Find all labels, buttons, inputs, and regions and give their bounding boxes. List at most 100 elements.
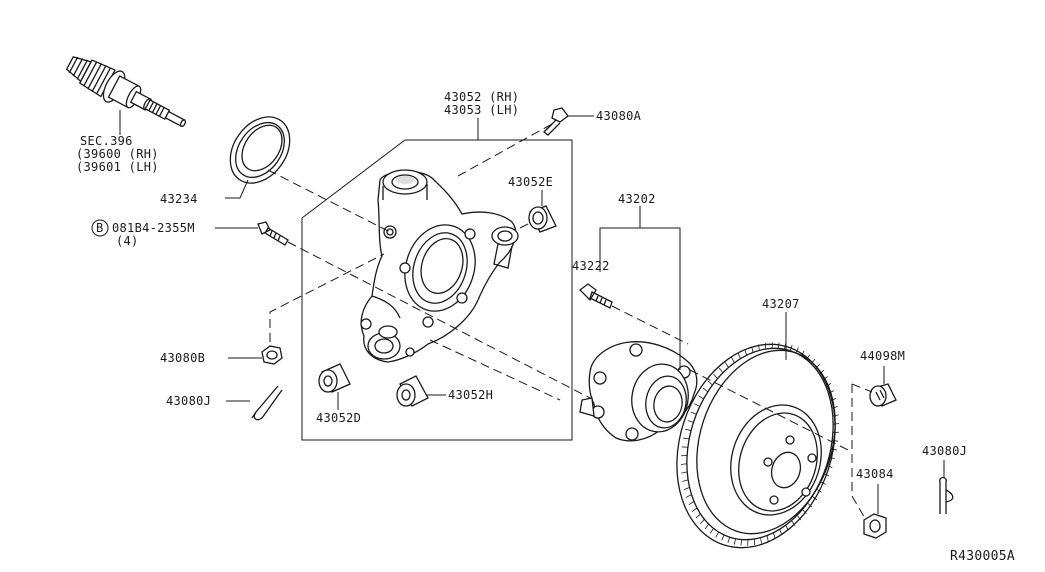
rotor-vent-tick (785, 525, 789, 531)
rotor-vent-tick (681, 471, 688, 474)
nut-43080b (261, 345, 283, 365)
hub-bolt-43222 (579, 283, 613, 309)
bolt-43080a (543, 107, 569, 136)
label-43052h: 43052H (448, 388, 493, 402)
label-43052d: 43052D (316, 411, 361, 425)
nut-43084 (863, 513, 887, 539)
rotor-vent-tick (695, 513, 701, 519)
rotor-vent-tick (801, 350, 805, 357)
rotor-vent-tick (789, 344, 793, 351)
assembly-guide-lines (267, 123, 873, 521)
seal-ring-43234 (229, 116, 291, 184)
cotter-pin-43080j-left (251, 385, 283, 421)
rotor-vent-tick (823, 473, 830, 477)
label-43052e: 43052E (508, 175, 553, 189)
rotor-vent-tick (721, 534, 725, 541)
rotor-vent-tick (796, 514, 802, 521)
rotor-vent-tick (828, 390, 835, 394)
rotor-vent-tick (751, 346, 754, 353)
label-43053-lh: 43053 (LH) (444, 103, 519, 117)
cap-44098m (869, 383, 897, 407)
rotor-vent-tick (772, 532, 776, 539)
rotor-vent-tick (694, 403, 700, 407)
rotor-vent-tick (707, 380, 713, 386)
label-43084: 43084 (856, 467, 894, 481)
rotor-vent-tick (709, 528, 714, 534)
rotor-vent-tick (740, 539, 743, 546)
rotor-vent-tick (744, 349, 748, 356)
rotor-vent-tick (685, 494, 692, 498)
hub-assembly-43202 (579, 341, 698, 442)
label-sec396: SEC.396 (80, 134, 133, 148)
rotor-vent-tick (825, 382, 832, 387)
rotor-vent-tick (766, 535, 769, 542)
rotor-vent-tick (832, 414, 839, 417)
label-44098m: 44098M (860, 349, 905, 363)
rotor-vent-tick (688, 501, 695, 506)
b-circle-letter: B (96, 221, 104, 235)
rotor-vent-tick (819, 369, 825, 375)
label-43222: 43222 (572, 259, 610, 273)
rotor-vent-tick (830, 398, 837, 402)
rotor-vent-ticks (680, 342, 840, 546)
rotor-vent-tick (698, 395, 704, 400)
rotor-vent-tick (802, 509, 807, 515)
leader-43234 (225, 179, 249, 199)
rotor-vent-tick (724, 362, 729, 368)
rotor-vent-tick (713, 373, 718, 379)
label-43080a: 43080A (596, 109, 642, 123)
b-circle-marker (91, 219, 109, 237)
label-43080j-left: 43080J (166, 394, 211, 408)
rotor-vent-tick (700, 519, 705, 524)
rotor-vent-tick (737, 352, 741, 359)
rotor-vent-tick (758, 344, 760, 351)
drive-shaft (65, 56, 187, 128)
cotter-pin-43080j-right (939, 476, 954, 514)
rotor-vent-tick (815, 364, 820, 369)
bushing-43052d (318, 363, 351, 393)
bushing-43052h (396, 375, 429, 407)
rotor-vent-tick (795, 347, 799, 354)
label-43202: 43202 (618, 192, 656, 206)
rotor-vent-tick (683, 486, 690, 490)
rotor-vent-tick (777, 342, 780, 349)
rotor-vent-tick (687, 420, 694, 423)
bolt-081b4 (257, 221, 289, 246)
rotor-vent-tick (704, 523, 710, 530)
bushing-43052e (528, 205, 557, 233)
rotor-vent-tick (779, 529, 783, 536)
rotor-vent-tick (715, 531, 719, 538)
rotor-vent-tick (685, 428, 692, 431)
rotor-vent-tick (680, 463, 687, 465)
rotor-vent-tick (826, 465, 833, 468)
rotor-vent-tick (807, 502, 813, 508)
rotor-vent-tick (702, 387, 709, 393)
brake-rotor-43207 (676, 342, 840, 549)
rotor-vent-tick (760, 537, 762, 544)
rotor-vent-tick (727, 537, 731, 544)
rotor-vent-tick (806, 354, 811, 360)
rotor-vent-tick (691, 507, 698, 512)
label-43052-rh: 43052 (RH) (444, 90, 519, 104)
steering-knuckle (360, 169, 519, 363)
rotor-vent-tick (831, 406, 838, 409)
rotor-vent-tick (830, 448, 837, 451)
knuckle-group-frame (301, 139, 573, 441)
label-43234: 43234 (160, 192, 198, 206)
label-sec396-rh: (39600 (RH) (76, 147, 159, 161)
rotor-vent-tick (690, 411, 697, 415)
rotor-vent-tick (683, 437, 690, 440)
rotor-vent-tick (820, 481, 826, 485)
label-43080j-right: 43080J (922, 444, 967, 458)
rotor-vent-tick (733, 538, 737, 545)
rotor-vent-tick (783, 343, 787, 350)
label-43207: 43207 (762, 297, 800, 311)
label-081b4-2355m: 081B4-2355M (112, 221, 195, 235)
label-bolt-qty: (4) (116, 234, 139, 248)
rotor-vent-tick (718, 367, 724, 374)
label-sec396-lh: (39601 (LH) (76, 160, 159, 174)
rotor-vent-tick (816, 488, 822, 493)
rotor-vent-tick (791, 520, 796, 526)
label-43080b: 43080B (160, 351, 205, 365)
